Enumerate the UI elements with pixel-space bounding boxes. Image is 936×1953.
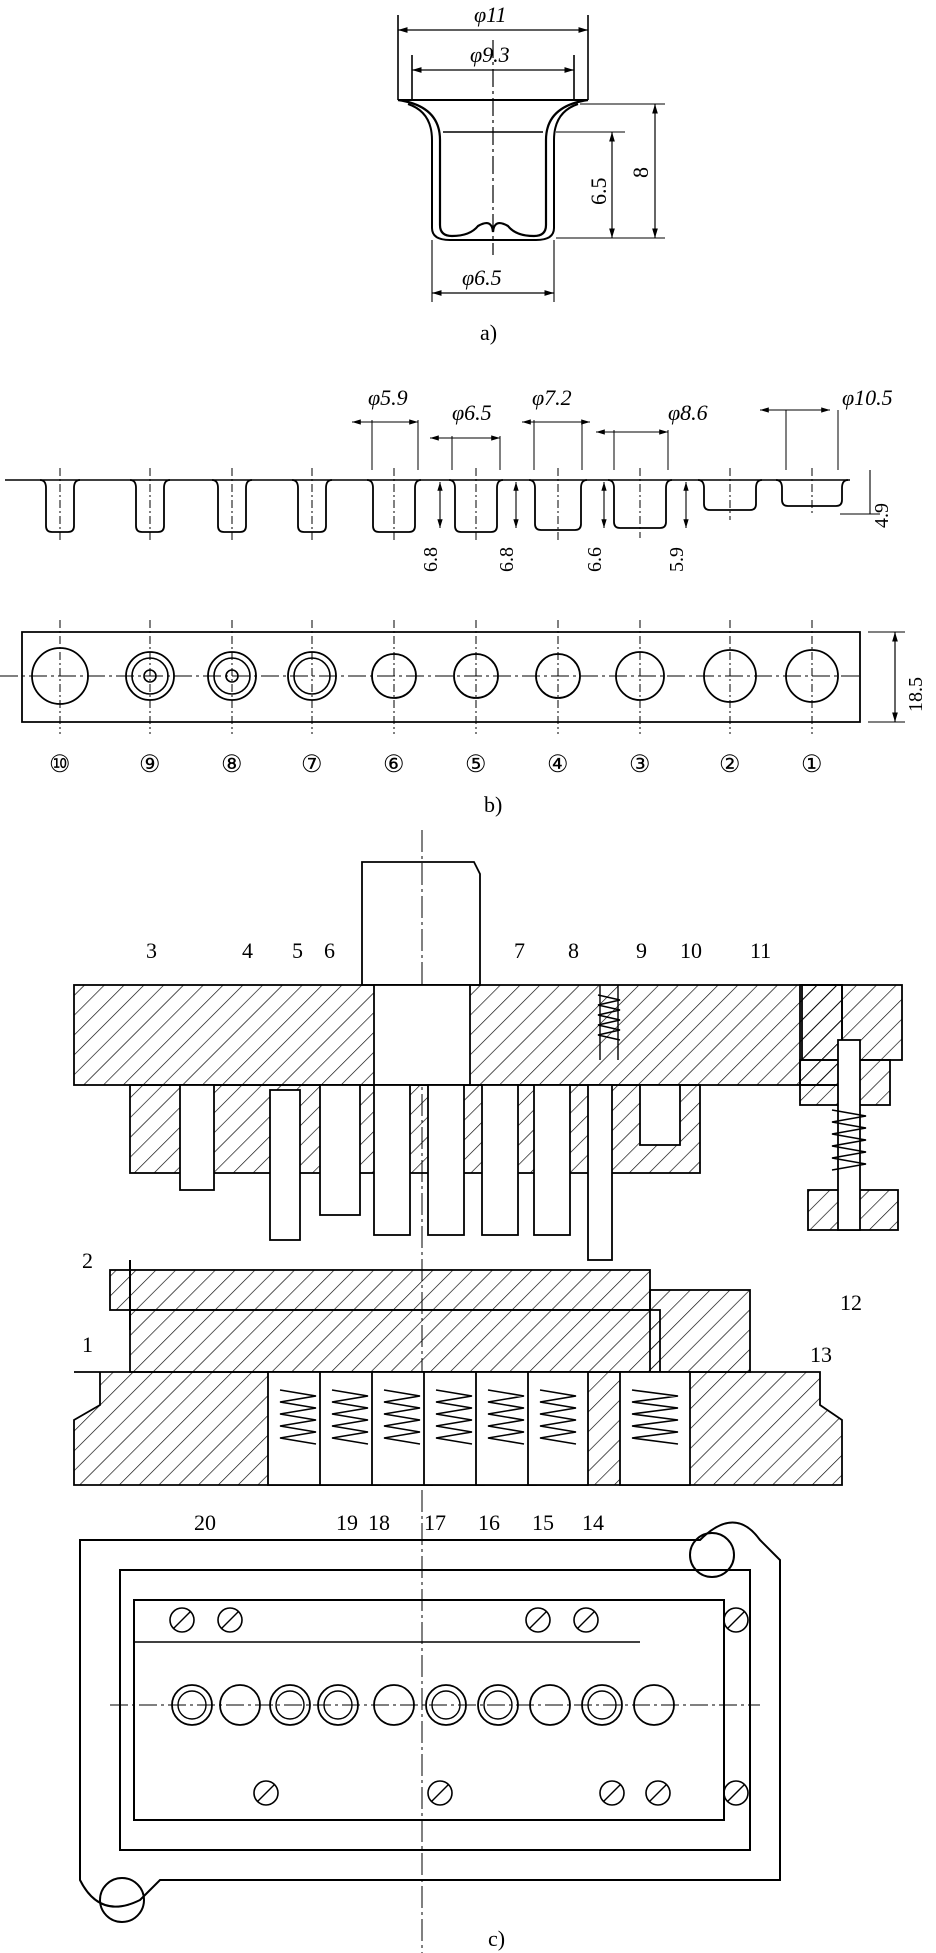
callout-17: 17 bbox=[424, 1510, 446, 1535]
strip-station-holes: ⑩ ⑨ ⑧ ⑦ ⑥ ⑤ ④ ③ ② ① bbox=[31, 620, 839, 778]
station-number: ① bbox=[801, 752, 823, 778]
plan-hole bbox=[317, 1684, 359, 1726]
plan-screw-hole bbox=[723, 1780, 749, 1806]
dim-inner-height: 6.5 bbox=[586, 178, 611, 206]
plan-hole bbox=[633, 1684, 675, 1726]
part-a-drawing bbox=[397, 15, 665, 302]
plan-screw-hole bbox=[599, 1780, 625, 1806]
plan-screw-slot bbox=[220, 1610, 240, 1630]
dim-height-3: 6.6 bbox=[584, 547, 606, 572]
callout-7: 7 bbox=[514, 938, 525, 963]
plan-screw-slot bbox=[602, 1783, 622, 1803]
plan-screw-hole bbox=[525, 1607, 551, 1633]
plan-screw-hole bbox=[169, 1607, 195, 1633]
callout-11: 11 bbox=[750, 938, 771, 963]
plan-screw-slot bbox=[576, 1610, 596, 1630]
plan-screw-slot bbox=[528, 1610, 548, 1630]
plan-hole bbox=[171, 1684, 213, 1726]
station-number: ⑧ bbox=[221, 752, 243, 778]
dim-outer-dia: φ11 bbox=[474, 2, 507, 27]
callout-8: 8 bbox=[568, 938, 579, 963]
plan-screw-hole bbox=[217, 1607, 243, 1633]
caption-a: a) bbox=[480, 320, 497, 345]
plan-screw-slot bbox=[648, 1783, 668, 1803]
plan-screw-slot bbox=[726, 1783, 746, 1803]
dim-dia-5: φ10.5 bbox=[842, 385, 893, 410]
station-number: ⑩ bbox=[49, 752, 71, 778]
plan-hole bbox=[425, 1684, 467, 1726]
callout-10: 10 bbox=[680, 938, 702, 963]
callout-19: 19 bbox=[336, 1510, 358, 1535]
station-number: ⑤ bbox=[465, 752, 487, 778]
caption-c: c) bbox=[488, 1926, 505, 1951]
callout-1: 1 bbox=[82, 1332, 93, 1357]
callout-18: 18 bbox=[368, 1510, 390, 1535]
die-plan-view bbox=[79, 1521, 781, 1923]
callout-13: 13 bbox=[810, 1342, 832, 1367]
callout-2: 2 bbox=[82, 1248, 93, 1273]
dim-total-height: 8 bbox=[628, 167, 653, 178]
plan-screw-hole bbox=[723, 1607, 749, 1633]
station-number: ④ bbox=[547, 752, 569, 778]
plan-screw-slot bbox=[256, 1783, 276, 1803]
dim-strip-width: 18.5 bbox=[905, 677, 927, 712]
dim-dia-2: φ6.5 bbox=[452, 400, 492, 425]
callout-6: 6 bbox=[324, 938, 335, 963]
strip-cup-profile bbox=[528, 479, 588, 531]
station-number: ⑦ bbox=[301, 752, 323, 778]
plan-hole-inner bbox=[275, 1690, 305, 1720]
dim-height-5: 4.9 bbox=[871, 503, 893, 528]
die-assembly-section bbox=[73, 830, 903, 1953]
callout-16: 16 bbox=[478, 1510, 500, 1535]
plan-screw-slot bbox=[430, 1783, 450, 1803]
dim-height-2: 6.8 bbox=[496, 547, 518, 572]
dim-dia-4: φ8.6 bbox=[668, 400, 708, 425]
callout-14: 14 bbox=[582, 1510, 604, 1535]
plan-hole bbox=[219, 1684, 261, 1726]
station-number: ② bbox=[719, 752, 741, 778]
callout-5: 5 bbox=[292, 938, 303, 963]
plan-hole bbox=[269, 1684, 311, 1726]
station-number: ⑥ bbox=[383, 752, 405, 778]
dim-flange-dia: φ9.3 bbox=[470, 42, 510, 67]
plan-screw-hole bbox=[573, 1607, 599, 1633]
callout-15: 15 bbox=[532, 1510, 554, 1535]
plan-hole-inner bbox=[431, 1690, 461, 1720]
plan-screw-hole bbox=[427, 1780, 453, 1806]
callout-3: 3 bbox=[146, 938, 157, 963]
plan-hole-inner bbox=[177, 1690, 207, 1720]
dim-height-1: 6.8 bbox=[420, 547, 442, 572]
station-number: ⑨ bbox=[139, 752, 161, 778]
station-number: ③ bbox=[629, 752, 651, 778]
callout-4: 4 bbox=[242, 938, 253, 963]
plan-screw-hole bbox=[645, 1780, 671, 1806]
callout-12: 12 bbox=[840, 1290, 862, 1315]
strip-cup-profiles bbox=[39, 468, 849, 542]
plan-hole-inner bbox=[323, 1690, 353, 1720]
strip-cup-profile bbox=[697, 479, 763, 511]
plan-hole bbox=[529, 1684, 571, 1726]
plan-hole-inner bbox=[483, 1690, 513, 1720]
plan-hole bbox=[581, 1684, 623, 1726]
part-b-drawing bbox=[0, 407, 905, 723]
plan-screw-hole bbox=[253, 1780, 279, 1806]
dim-dia-1: φ5.9 bbox=[368, 385, 408, 410]
caption-b: b) bbox=[484, 792, 502, 817]
callout-9: 9 bbox=[636, 938, 647, 963]
plan-screw-slot bbox=[726, 1610, 746, 1630]
dim-height-4: 5.9 bbox=[666, 547, 688, 572]
plan-hole-inner bbox=[587, 1690, 617, 1720]
dim-body-dia: φ6.5 bbox=[462, 265, 502, 290]
callout-20: 20 bbox=[194, 1510, 216, 1535]
dim-dia-3: φ7.2 bbox=[532, 385, 572, 410]
plan-screw-slot bbox=[172, 1610, 192, 1630]
plan-hole bbox=[373, 1684, 415, 1726]
plan-view-holes bbox=[169, 1607, 749, 1806]
plan-hole bbox=[477, 1684, 519, 1726]
